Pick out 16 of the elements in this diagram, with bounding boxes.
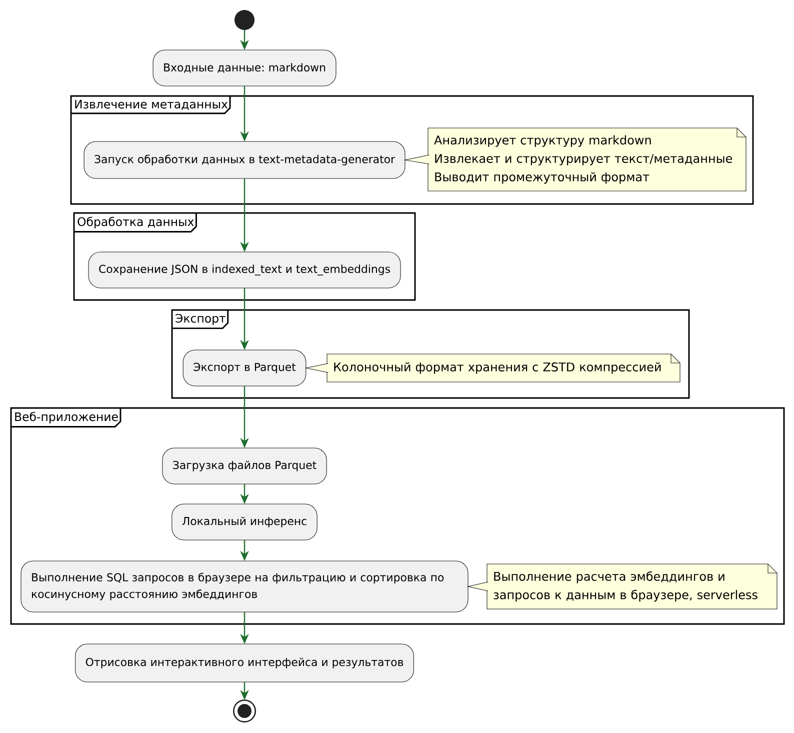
note: Колоночный формат хранения с ZSTD компрессией bbox=[326, 354, 680, 382]
activity-box: Экспорт в Parquet bbox=[182, 350, 306, 386]
activity-box: Сохранение JSON в indexed_text и text_embeddings bbox=[88, 252, 401, 288]
note-pointer bbox=[304, 363, 328, 373]
activity-box: Загрузка файлов Parquet bbox=[162, 448, 327, 484]
activity-box: Запуск обработки данных в text-metadata-generator bbox=[84, 141, 406, 179]
note: Анализирует структуру markdown Извлекает и структурирует текст/метаданные Выводит промежуточный формат bbox=[428, 128, 746, 192]
activity-box: Входные данные: markdown bbox=[152, 50, 336, 86]
start-dot bbox=[234, 10, 254, 30]
end-dot bbox=[233, 699, 256, 723]
activity-box: Локальный инференс bbox=[172, 504, 318, 540]
activity-box: Отрисовка интерактивного интерфейса и результатов bbox=[75, 644, 414, 682]
activity-box: Выполнение SQL запросов в браузере на фильтрацию и сортировка по косинусному расстоянию эмбеддингов bbox=[20, 560, 468, 612]
note: Выполнение расчета эмбеддингов и запросов к данным в браузере, serverless bbox=[486, 564, 778, 610]
note-pointer bbox=[404, 154, 430, 164]
note-pointer bbox=[466, 582, 488, 592]
